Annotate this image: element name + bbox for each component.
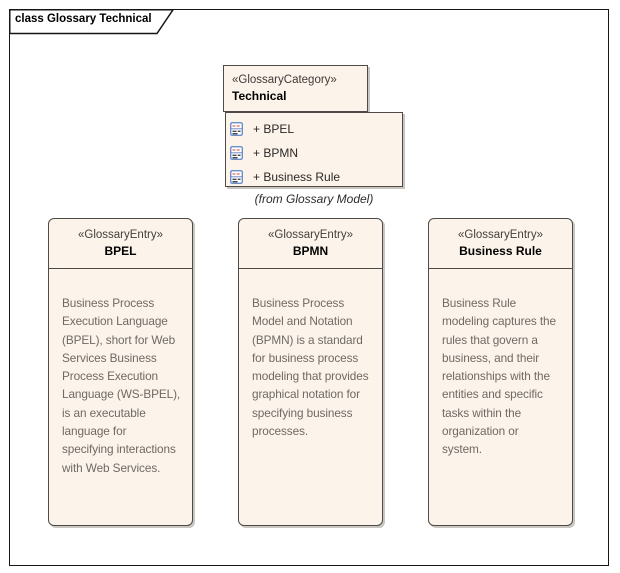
frame-tab-shape xyxy=(9,9,175,35)
attribute-label: + BPEL xyxy=(253,122,295,136)
entry-stereotype: «GlossaryEntry» xyxy=(77,229,163,241)
attribute-icon xyxy=(230,122,243,136)
attribute-icon xyxy=(230,146,243,160)
frame-tab xyxy=(9,9,175,35)
attribute-label: + Business Rule xyxy=(253,170,341,184)
entry-name: BPMN xyxy=(292,244,329,258)
category-name: Technical xyxy=(232,89,287,103)
entry-header: «GlossaryEntry» Business Rule xyxy=(429,219,572,269)
class-glossary-entry-business-rule[interactable]: «GlossaryEntry» Business Rule Business R… xyxy=(428,218,573,526)
entry-description: Business Process Execution Language (BPE… xyxy=(62,296,181,475)
class-glossary-entry-bpel[interactable]: «GlossaryEntry» BPEL Business Process Ex… xyxy=(48,218,193,526)
attribute-row[interactable]: + BPEL xyxy=(226,117,402,141)
entry-description: Business Process Model and Notation (BPM… xyxy=(252,296,369,439)
frame-title: class Glossary Technical xyxy=(15,13,152,25)
attribute-row[interactable]: + BPMN xyxy=(226,141,402,165)
attribute-icon xyxy=(230,170,243,184)
entry-stereotype: «GlossaryEntry» xyxy=(457,229,543,241)
from-model-note: (from Glossary Model) xyxy=(254,192,374,206)
attribute-row[interactable]: + Business Rule xyxy=(226,165,402,189)
entry-name: Business Rule xyxy=(459,244,542,258)
entry-description: Business Rule modeling captures the rule… xyxy=(442,296,556,457)
entry-stereotype: «GlossaryEntry» xyxy=(267,229,353,241)
category-stereotype: «GlossaryCategory» xyxy=(232,74,337,86)
category-attributes-compartment[interactable]: + BPEL + BPMN + Business Rule xyxy=(225,112,403,187)
attribute-label: + BPMN xyxy=(253,146,299,160)
entry-header: «GlossaryEntry» BPMN xyxy=(239,219,382,269)
entry-header: «GlossaryEntry» BPEL xyxy=(49,219,192,269)
class-glossary-category[interactable]: «GlossaryCategory» Technical xyxy=(223,65,368,112)
entry-name: BPEL xyxy=(104,244,137,258)
class-glossary-entry-bpmn[interactable]: «GlossaryEntry» BPMN Business Process Mo… xyxy=(238,218,383,526)
